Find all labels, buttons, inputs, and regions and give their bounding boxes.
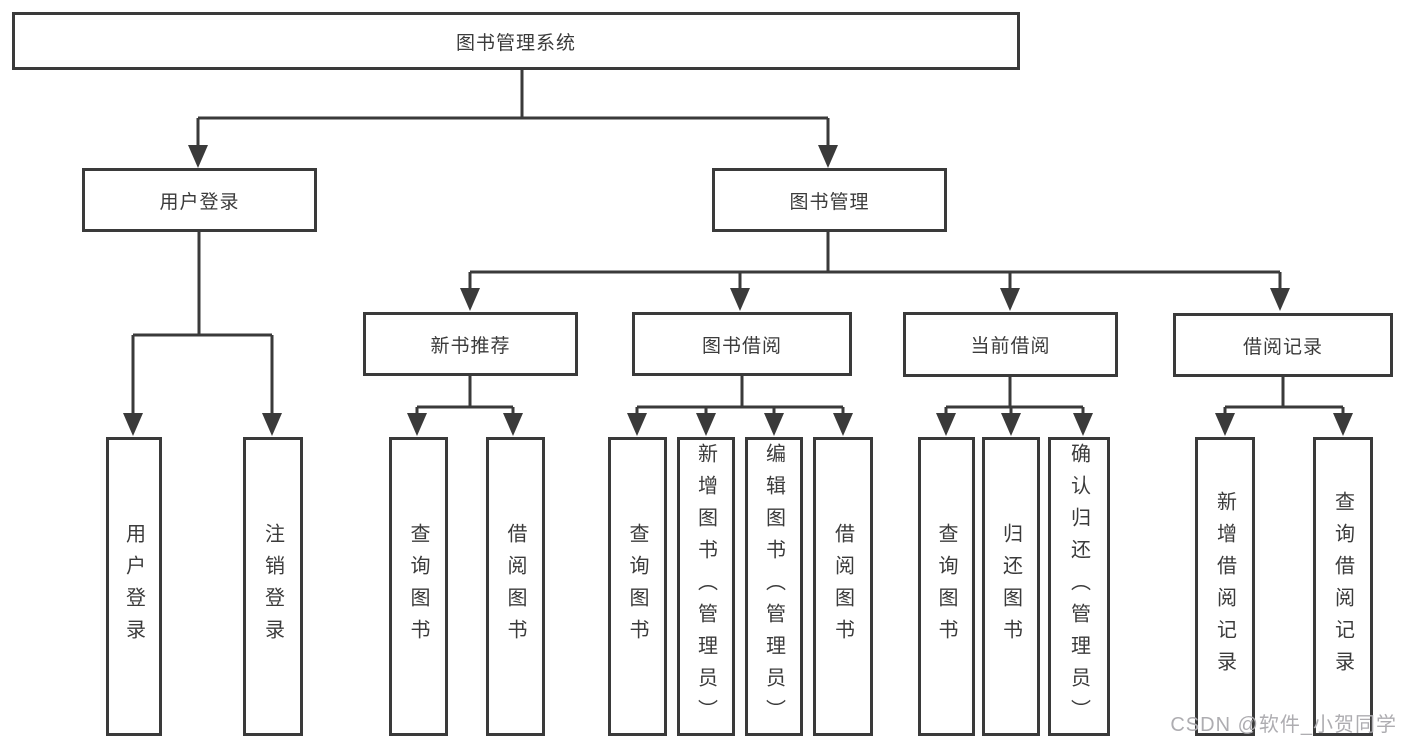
- arrowhead-query-books-3: [936, 413, 956, 436]
- arrowhead-add-borrow-record: [1215, 413, 1235, 436]
- arrowhead-add-book: [696, 413, 716, 436]
- node-new-book-recommend: 新书推荐: [363, 312, 578, 376]
- leaf-logout-label: 注销登录: [261, 522, 284, 651]
- leaf-edit-book-admin: 编辑图书（管理员）: [745, 437, 803, 736]
- leaf-query-books-borrow-label: 查询图书: [626, 522, 648, 651]
- arrowhead-user-login: [188, 145, 208, 168]
- leaf-confirm-return-admin-label: 确认归还（管理员）: [1067, 442, 1090, 731]
- connector-current-borrow-children: [944, 377, 1085, 415]
- arrowhead-borrow-books-2: [833, 413, 853, 436]
- arrowhead-query-borrow-record: [1333, 413, 1353, 436]
- leaf-query-books-current: 查询图书: [918, 437, 975, 736]
- arrowhead-confirm-return: [1073, 413, 1093, 436]
- connector-new-book-recommend-children: [415, 376, 515, 415]
- node-current-borrow: 当前借阅: [903, 312, 1118, 377]
- node-borrow-records-label: 借阅记录: [1242, 336, 1323, 358]
- node-new-book-recommend-label: 新书推荐: [430, 335, 511, 357]
- leaf-borrow-books-recommend: 借阅图书: [486, 437, 545, 736]
- arrowhead-leaf-user-login: [123, 413, 143, 436]
- leaf-borrow-books-2: 借阅图书: [813, 437, 873, 736]
- leaf-query-books-current-label: 查询图书: [935, 522, 957, 651]
- node-book-borrow-label: 图书借阅: [701, 335, 782, 357]
- node-book-borrow: 图书借阅: [632, 312, 852, 376]
- node-root-label: 图书管理系统: [455, 32, 576, 54]
- leaf-borrow-books-recommend-label: 借阅图书: [504, 522, 526, 651]
- arrowhead-edit-book: [764, 413, 784, 436]
- connector-root-to-level2: [196, 70, 830, 147]
- arrowhead-query-books-2: [627, 413, 647, 436]
- connector-user-login-children: [131, 232, 274, 415]
- arrowhead-return-book: [1001, 413, 1021, 436]
- node-user-login: 用户登录: [82, 168, 317, 232]
- arrowhead-leaf-logout: [262, 413, 282, 436]
- leaf-logout: 注销登录: [243, 437, 303, 736]
- arrowhead-borrow-books-1: [503, 413, 523, 436]
- node-current-borrow-label: 当前借阅: [970, 336, 1051, 357]
- leaf-user-login: 用户登录: [106, 437, 162, 736]
- connector-book-management-children: [468, 232, 1282, 290]
- leaf-edit-book-admin-label: 编辑图书（管理员）: [762, 442, 785, 731]
- node-book-management: 图书管理: [712, 168, 947, 232]
- arrowhead-new-book-recommend: [460, 288, 480, 311]
- leaf-query-books-recommend-label: 查询图书: [407, 522, 429, 651]
- node-user-login-label: 用户登录: [159, 191, 240, 213]
- connector-borrow-records-children: [1223, 377, 1345, 415]
- leaf-add-book-admin: 新增图书（管理员）: [677, 437, 735, 736]
- arrowhead-book-management: [818, 145, 838, 168]
- leaf-query-borrow-record: 查询借阅记录: [1313, 437, 1373, 736]
- leaf-add-book-admin-label: 新增图书（管理员）: [694, 442, 717, 731]
- csdn-watermark: CSDN @软件_小贺同学: [1170, 714, 1397, 736]
- arrowhead-current-borrow: [1000, 288, 1020, 311]
- leaf-user-login-label: 用户登录: [122, 522, 145, 651]
- leaf-add-borrow-record: 新增借阅记录: [1195, 437, 1255, 736]
- leaf-query-borrow-record-label: 查询借阅记录: [1331, 490, 1354, 683]
- node-root-library-system: 图书管理系统: [12, 12, 1020, 70]
- leaf-confirm-return-admin: 确认归还（管理员）: [1048, 437, 1110, 736]
- leaf-query-books-recommend: 查询图书: [389, 437, 448, 736]
- leaf-add-borrow-record-label: 新增借阅记录: [1213, 490, 1236, 683]
- node-book-management-label: 图书管理: [789, 191, 870, 213]
- leaf-borrow-books-2-label: 借阅图书: [831, 522, 854, 651]
- leaf-return-book-label: 归还图书: [999, 522, 1022, 651]
- connector-book-borrow-children: [635, 376, 845, 415]
- leaf-query-books-borrow: 查询图书: [608, 437, 667, 736]
- arrowhead-query-books-1: [407, 413, 427, 436]
- leaf-return-book: 归还图书: [982, 437, 1040, 736]
- arrowhead-borrow-records: [1270, 288, 1290, 311]
- node-borrow-records: 借阅记录: [1173, 313, 1393, 377]
- arrowhead-book-borrow: [730, 288, 750, 311]
